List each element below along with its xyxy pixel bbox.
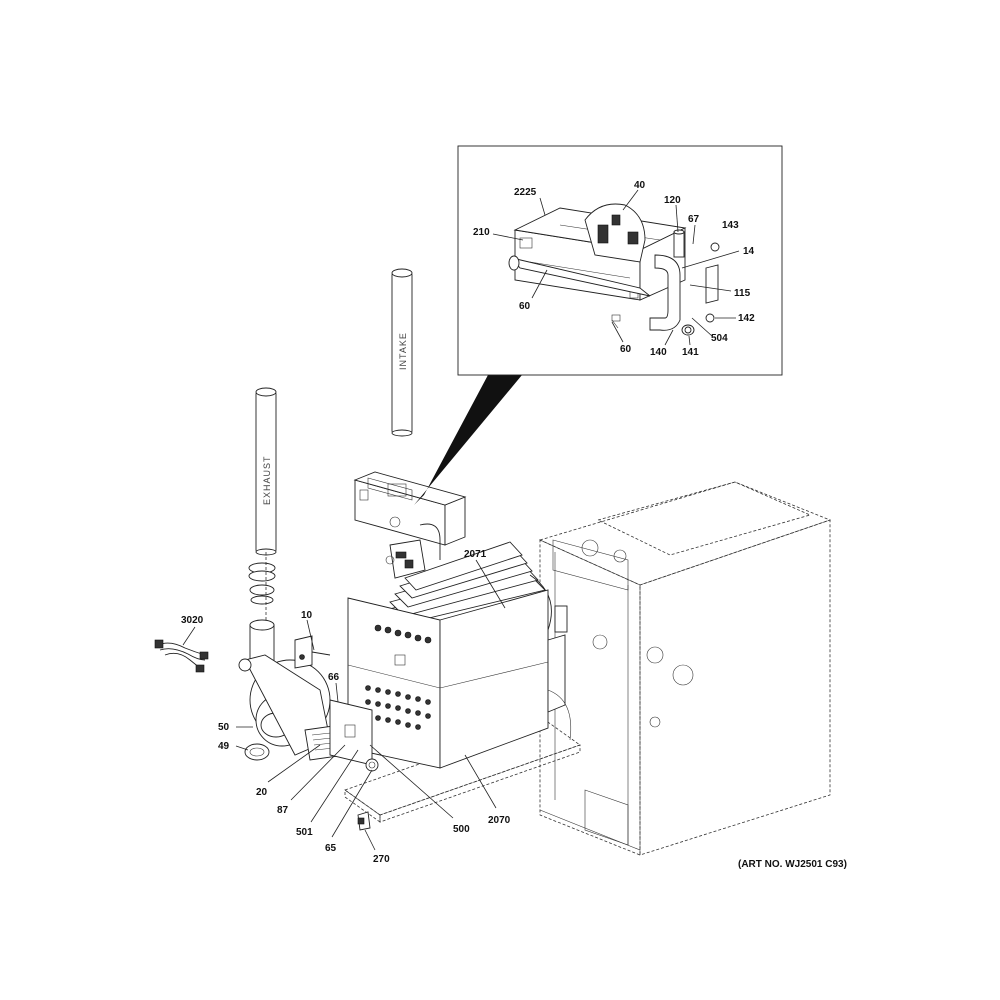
callout-2070: 2070 [488,815,511,826]
inset-pointer [414,375,522,505]
callout-2225: 2225 [514,187,537,198]
callout-2071: 2071 [464,549,487,560]
callout-120: 120 [664,195,681,206]
callout-14: 14 [743,246,755,257]
callout-270: 270 [373,854,390,865]
callout-10: 10 [301,610,313,621]
burner-box-assembly [353,471,467,579]
inset-burner-manifold [508,203,719,336]
detail-inset: 2225 40 120 67 143 210 14 115 60 142 504… [414,145,783,505]
exhaust-label: EXHAUST [262,455,272,505]
heat-exchanger-tubes [384,541,552,700]
pressure-switch [294,635,331,669]
inset-callouts: 2225 40 120 67 143 210 14 115 60 142 504… [473,180,755,358]
callout-60-lower: 60 [620,344,632,355]
callout-67: 67 [688,214,700,225]
art-number: (ART NO. WJ2501 C93) [738,859,847,870]
callout-87: 87 [277,805,289,816]
mounting-plate [329,699,373,766]
intake-label: INTAKE [398,332,408,370]
inset-leaders [492,189,740,346]
callout-3020: 3020 [181,615,204,626]
callout-210: 210 [473,227,490,238]
callout-141: 141 [682,347,699,358]
draft-inducer-assembly [238,619,379,772]
callout-20: 20 [256,787,268,798]
callout-500: 500 [453,824,470,835]
callout-504: 504 [711,333,728,344]
callout-65: 65 [325,843,337,854]
callout-50: 50 [218,722,230,733]
furnace-cabinet [538,481,832,856]
callout-40: 40 [634,180,646,191]
wire-harness [154,639,209,673]
limit-switch [357,811,371,831]
inset-gas-valve [584,203,646,263]
callout-115: 115 [734,288,751,299]
exhaust-coupling [248,552,276,620]
inset-fittings [684,242,720,334]
callout-60-upper: 60 [519,301,531,312]
callout-501: 501 [296,827,313,838]
intake-pipe: INTAKE [391,268,413,437]
gasket [244,743,270,761]
main-leaders [182,559,506,851]
callout-66: 66 [328,672,340,683]
heat-exchanger [347,541,572,769]
callout-49: 49 [218,741,230,752]
callout-143: 143 [722,220,739,231]
exhaust-pipe: EXHAUST [255,387,277,556]
callout-140: 140 [650,347,667,358]
callout-142: 142 [738,313,755,324]
main-callouts: 2071 10 3020 66 50 49 20 87 501 65 500 2… [181,549,511,865]
